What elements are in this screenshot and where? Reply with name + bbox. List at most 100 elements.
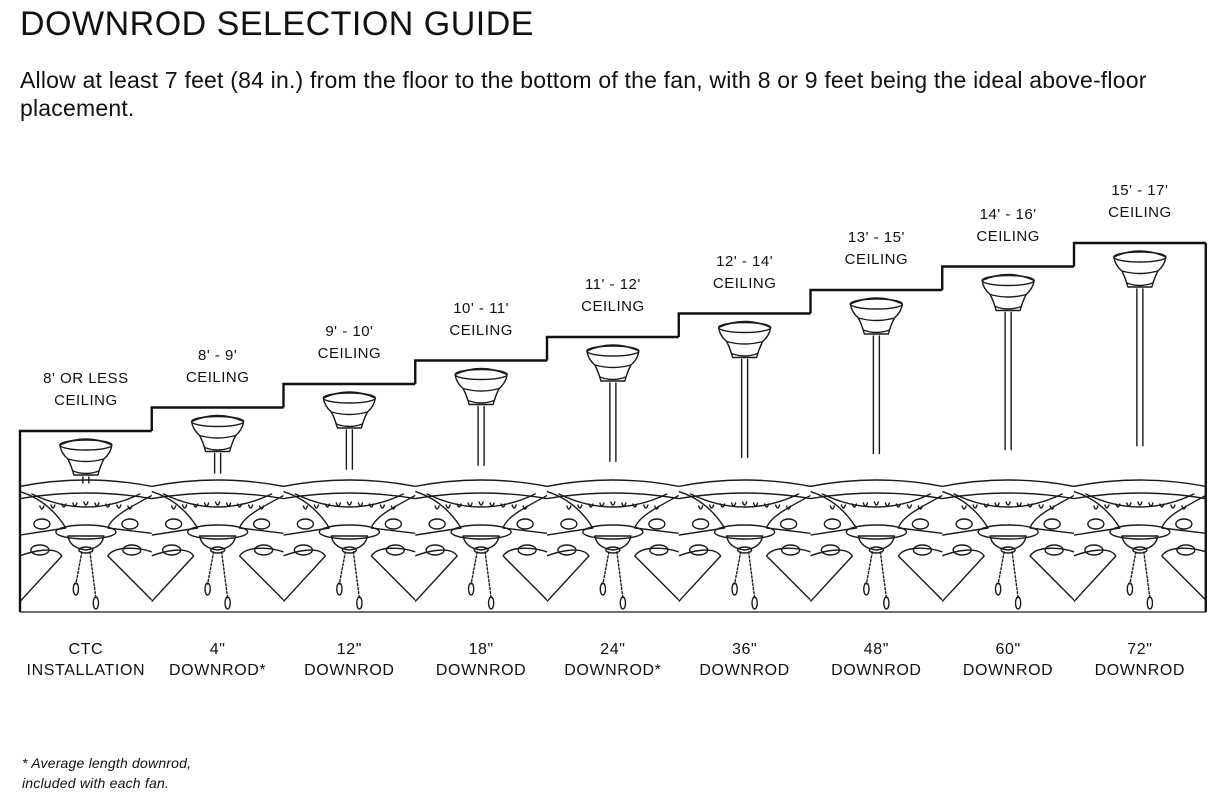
pull-chain [338, 551, 347, 585]
fan-column-1 [18, 429, 152, 612]
blade-iron [557, 544, 577, 556]
downrod-label-line: 36" [731, 641, 758, 658]
blade-upper-left [20, 490, 67, 536]
vent-slot [840, 504, 847, 509]
vent-slot [1005, 501, 1011, 506]
fan-column-7 [809, 288, 943, 610]
ceiling-fan-2 [151, 414, 284, 610]
blade-iron [1175, 518, 1193, 530]
ceiling-fan-3 [283, 391, 416, 610]
vent-slot [346, 501, 353, 506]
vent-slot [1093, 505, 1099, 510]
ceiling-height-label: 12' - 14'CEILING [675, 251, 815, 295]
pull-chain-fob [731, 582, 738, 596]
ceiling-height-label: 15' - 17'CEILING [1070, 180, 1210, 224]
motor-housing-band [294, 493, 405, 508]
ceiling-label-line: CEILING [844, 251, 909, 268]
vent-slot [643, 504, 649, 509]
vent-slot [105, 503, 111, 508]
ceiling-label-line: CEILING [449, 321, 513, 339]
blade-upper-right [238, 494, 284, 534]
downrod-label-line: 12" [336, 641, 363, 658]
switch-cup [67, 535, 105, 551]
canopy [190, 414, 245, 453]
downrod-length-label: 72"DOWNROD [1070, 639, 1210, 681]
vent-slot [61, 503, 67, 508]
downrod-label-line: DOWNROD [304, 662, 395, 679]
vent-slot [730, 502, 737, 507]
pull-chain [484, 551, 492, 599]
blade-iron [820, 544, 841, 556]
blade-iron [296, 518, 315, 530]
vent-slot [774, 504, 781, 509]
vent-slot [862, 502, 869, 507]
motor-housing-band [689, 493, 800, 508]
ceiling-height-label: 9' - 10'CEILING [279, 321, 419, 365]
ceiling-height-label: 14' - 16'CEILING [938, 204, 1078, 248]
blade-upper-right [502, 494, 547, 534]
blade-lower-right [370, 547, 416, 601]
canopy-band [725, 340, 764, 345]
blade-iron [560, 518, 578, 530]
canopy-band [857, 317, 896, 322]
fan-column-2 [150, 406, 284, 610]
ceiling-height-label: 13' - 15'CEILING [806, 227, 946, 271]
blade-upper-right [765, 494, 811, 534]
vent-slot [763, 503, 770, 508]
canopy [981, 273, 1035, 312]
pull-chain [733, 551, 742, 585]
vent-slot [214, 501, 221, 506]
ceiling-label-line: 8' OR LESS [43, 370, 129, 387]
pull-chain-fob [883, 596, 890, 610]
blade-iron [384, 518, 403, 530]
finial [736, 546, 753, 554]
vent-slot [621, 502, 627, 507]
ceiling-label-line: 15' - 17' [1111, 182, 1169, 199]
canopy-rim [717, 321, 772, 334]
ceiling-height-label: 8' - 9'CEILING [148, 345, 288, 389]
blade-iron [252, 518, 271, 530]
vent-slot [1170, 504, 1176, 509]
canopy [59, 438, 113, 476]
canopy-rim [1113, 251, 1167, 263]
motor-housing-band [821, 493, 932, 508]
ceiling-fan-6 [678, 320, 811, 610]
pull-chain [879, 551, 888, 599]
vent-slot [39, 505, 45, 510]
page-title: DOWNROD SELECTION GUIDE [20, 5, 534, 43]
downrod-label-line: DOWNROD* [564, 662, 662, 679]
switch-cup [198, 535, 237, 551]
vent-slot [1148, 502, 1154, 507]
vent-slot [1016, 502, 1022, 507]
motor-housing-top [283, 479, 416, 500]
pull-chain-fob [1126, 582, 1134, 596]
downrod-label-line: 18" [468, 641, 494, 658]
ceiling-outline [414, 359, 547, 384]
pull-chain-fob [72, 582, 80, 596]
canopy-collar [1126, 282, 1154, 287]
blade-lower-left [1074, 549, 1117, 603]
motor-hub [977, 524, 1039, 540]
canopy-band [462, 387, 500, 392]
blade-iron [952, 544, 972, 556]
finial [341, 546, 358, 554]
downrod-length-label: 12" DOWNROD [279, 639, 419, 681]
canopy-band [989, 293, 1027, 298]
downrod-label-line: CTC [68, 641, 104, 658]
pull-chain [997, 551, 1005, 585]
motor-housing-top [1074, 479, 1206, 500]
canopy-band [330, 411, 369, 416]
canopy-rim [586, 345, 640, 357]
blade-upper-left [942, 490, 989, 536]
canopy [717, 320, 772, 359]
ceiling-outline [1072, 241, 1206, 267]
vent-slot [313, 504, 320, 509]
ceiling-height-label: 10' - 11'CEILING [411, 298, 551, 342]
blade-iron [912, 544, 933, 556]
pull-chain [1011, 551, 1019, 599]
vent-slot [752, 502, 759, 507]
vent-slot [50, 504, 56, 509]
blade-lower-right [238, 547, 284, 601]
vent-slot [697, 505, 704, 510]
